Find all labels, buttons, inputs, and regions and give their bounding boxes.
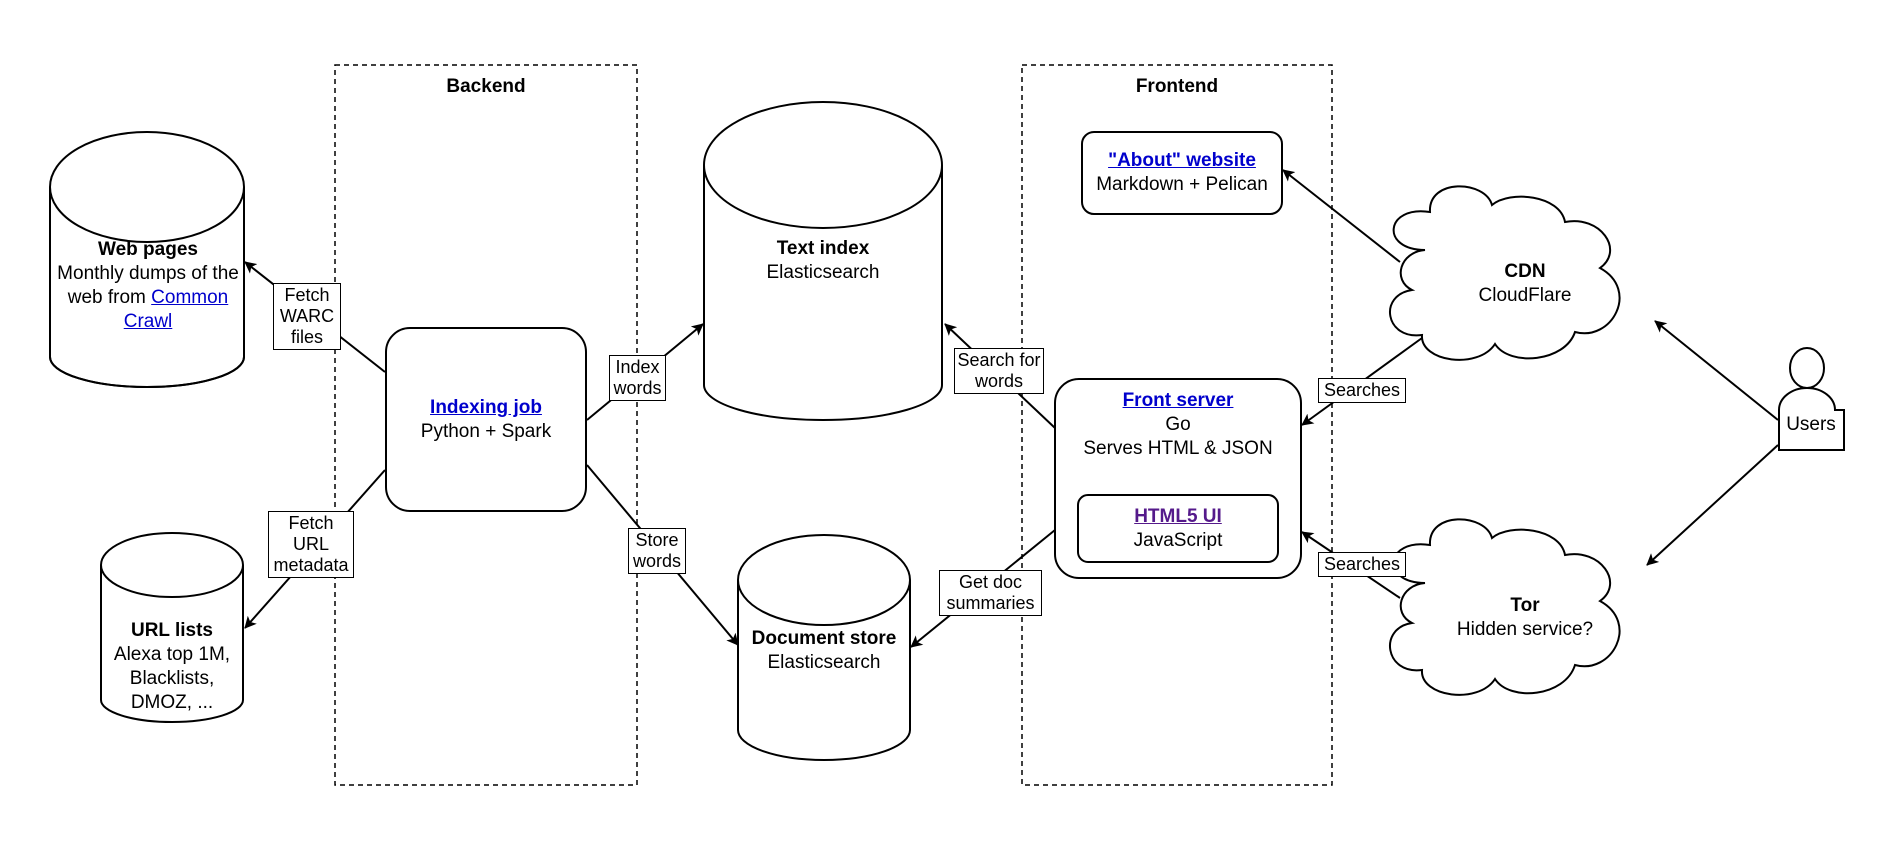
search-for-words-label: Search for words <box>954 348 1044 394</box>
about-website-link[interactable]: "About" website <box>1108 150 1256 171</box>
html5-ui-label: HTML5 UI JavaScript <box>1078 505 1278 553</box>
document-store-cylinder <box>737 534 911 761</box>
fetch-url-metadata-label: Fetch URL metadata <box>268 511 354 578</box>
url-lists-desc: Alexa top 1M, Blacklists, DMOZ, ... <box>113 644 231 713</box>
web-pages-label: Web pages Monthly dumps of the web from … <box>50 238 246 334</box>
text-index-label: Text index Elasticsearch <box>704 237 942 285</box>
backend-title: Backend <box>446 76 526 97</box>
tor-cloud <box>1389 518 1621 696</box>
text-index-cylinder <box>703 101 943 421</box>
searches-cdn-label: Searches <box>1318 378 1406 403</box>
url-lists-title: URL lists <box>130 620 213 641</box>
get-doc-summaries-label: Get doc summaries <box>939 570 1042 616</box>
html5-ui-desc: JavaScript <box>1133 530 1223 551</box>
web-pages-cylinder <box>49 131 245 388</box>
indexing-job-box <box>385 327 587 512</box>
front-server-desc: Serves HTML & JSON <box>1083 438 1273 459</box>
cdn-desc: CloudFlare <box>1478 285 1572 306</box>
about-website-box <box>1081 131 1283 215</box>
frontend-title: Frontend <box>1135 76 1219 97</box>
html5-ui-box <box>1077 494 1279 563</box>
backend-group-box <box>334 64 638 786</box>
text-index-desc: Elasticsearch <box>766 262 880 283</box>
tor-label: Tor Hidden service? <box>1420 594 1630 642</box>
url-lists-label: URL lists Alexa top 1M, Blacklists, DMOZ… <box>101 619 243 715</box>
about-website-desc: Markdown + Pelican <box>1096 174 1268 195</box>
users-icon <box>1778 347 1845 451</box>
indexing-job-label: Indexing job Python + Spark <box>386 396 586 444</box>
common-crawl-link[interactable]: Common Crawl <box>123 287 229 332</box>
cdn-label: CDN CloudFlare <box>1420 260 1630 308</box>
about-website-label: "About" website Markdown + Pelican <box>1082 149 1282 197</box>
fetch-warc-label: Fetch WARC files <box>273 283 341 350</box>
url-lists-cylinder <box>100 532 244 723</box>
frontend-group-box <box>1021 64 1333 786</box>
cdn-title: CDN <box>1504 261 1546 282</box>
indexing-job-desc: Python + Spark <box>420 421 552 442</box>
front-server-label: Front server Go Serves HTML & JSON <box>1055 389 1301 461</box>
text-index-title: Text index <box>776 238 870 259</box>
html5-ui-link[interactable]: HTML5 UI <box>1134 506 1222 527</box>
tor-title: Tor <box>1510 595 1540 616</box>
web-pages-desc: Monthly dumps of the web from <box>57 263 239 308</box>
tor-desc: Hidden service? <box>1456 619 1594 640</box>
indexing-job-link[interactable]: Indexing job <box>430 397 542 418</box>
web-pages-title: Web pages <box>98 239 198 260</box>
document-store-label: Document store Elasticsearch <box>738 627 910 675</box>
edge-users-to-cdn <box>1654 320 1779 421</box>
users-label: Users <box>1786 414 1836 435</box>
index-words-label: Index words <box>609 355 666 401</box>
document-store-desc: Elasticsearch <box>767 652 881 673</box>
front-server-lang: Go <box>1165 414 1191 435</box>
edge-cdn-to-about <box>1282 169 1401 263</box>
front-server-link[interactable]: Front server <box>1122 390 1234 411</box>
edge-users-to-tor <box>1646 444 1779 566</box>
store-words-label: Store words <box>628 528 686 574</box>
cdn-cloud <box>1389 185 1621 361</box>
searches-tor-label: Searches <box>1318 552 1406 577</box>
document-store-title: Document store <box>751 628 897 649</box>
